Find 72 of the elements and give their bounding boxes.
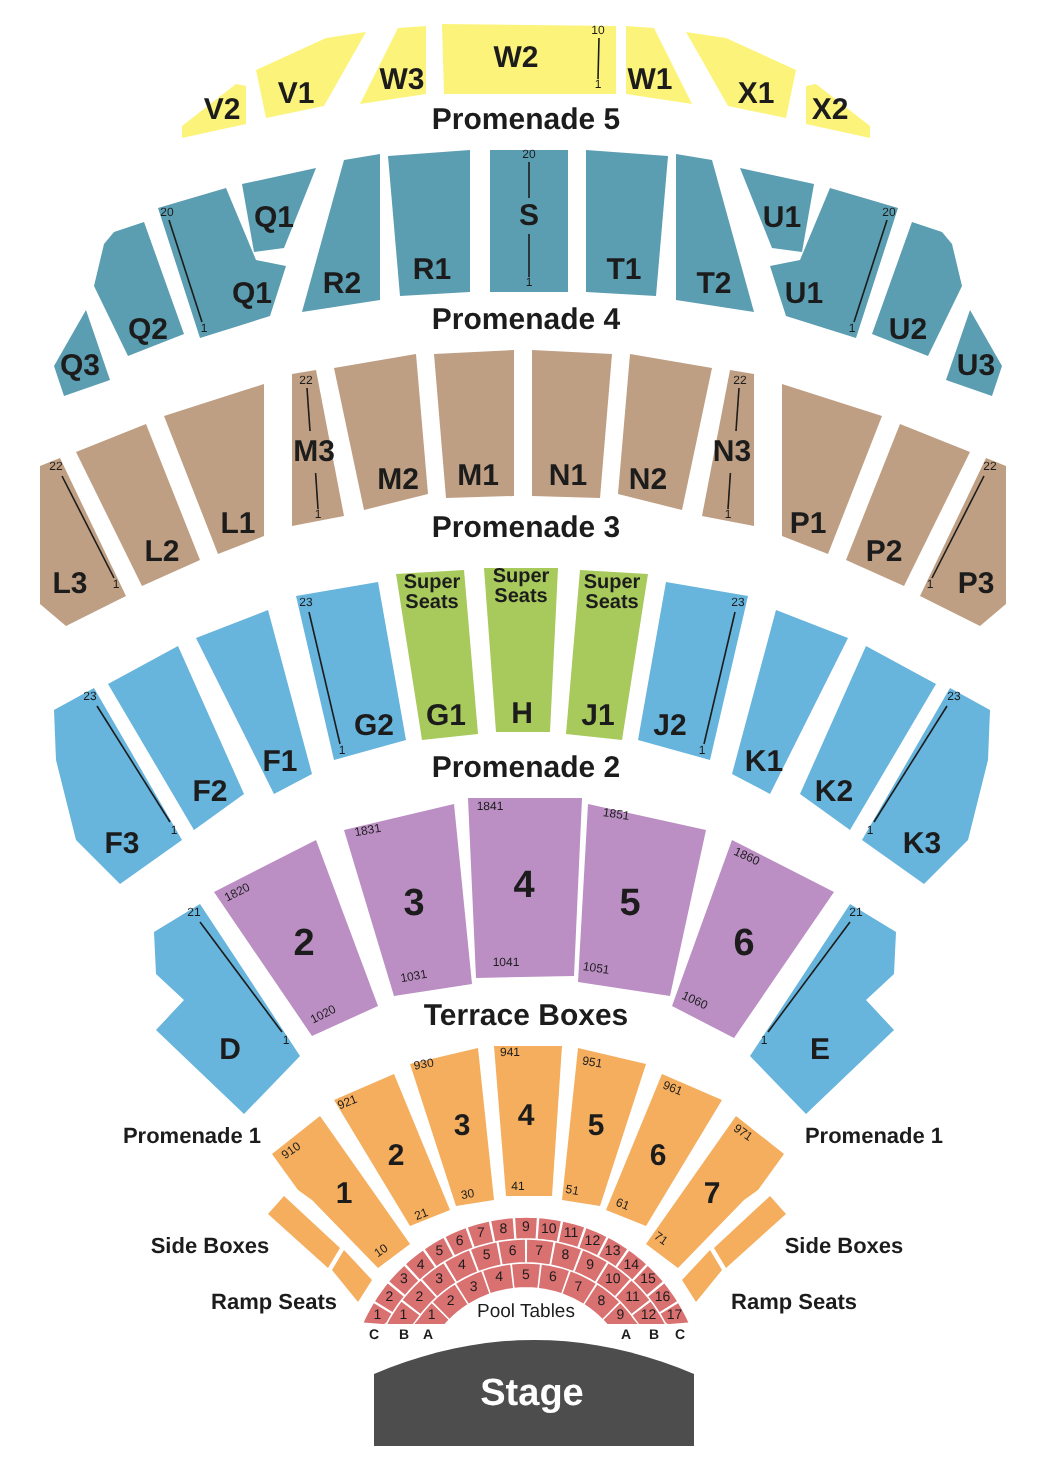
section-label: 1 xyxy=(335,1179,353,1209)
section-label: F3 xyxy=(104,829,140,859)
section-label: F1 xyxy=(262,747,298,777)
section-label: P2 xyxy=(865,537,903,567)
section-label: K2 xyxy=(814,777,854,807)
area-label: Promenade 1 xyxy=(804,1127,944,1149)
section-label: 3 xyxy=(453,1111,471,1141)
section-label: T2 xyxy=(696,269,732,299)
section-label: D xyxy=(219,1035,241,1065)
area-label: Side Boxes xyxy=(150,1237,270,1259)
seat-type-label: Super Seats xyxy=(401,574,463,614)
section-label: P1 xyxy=(789,509,827,539)
section-label: R2 xyxy=(322,269,362,299)
section-label: N1 xyxy=(548,461,588,491)
section-label: 6 xyxy=(649,1141,667,1171)
section-label: Q3 xyxy=(60,351,100,381)
section-label: U1 xyxy=(762,203,802,233)
section-label: Q1 xyxy=(232,279,272,309)
area-label: Side Boxes xyxy=(784,1237,904,1259)
section-label: Q2 xyxy=(128,315,168,345)
area-label: Ramp Seats xyxy=(211,1293,337,1315)
section-label: 2 xyxy=(387,1141,405,1171)
section-label: M2 xyxy=(377,465,419,495)
area-label: Promenade 2 xyxy=(431,753,621,783)
section-label: X1 xyxy=(737,79,775,109)
area-label: Pool Tables xyxy=(477,1302,575,1322)
section-label: U1 xyxy=(784,279,824,309)
section-label: U2 xyxy=(888,315,928,345)
section-label: V2 xyxy=(203,95,241,125)
section-label: 7 xyxy=(703,1179,721,1209)
section-label: 5 xyxy=(619,885,641,923)
section-label: E xyxy=(810,1035,830,1065)
section-label: P3 xyxy=(957,569,995,599)
section-label: W3 xyxy=(379,65,425,95)
section-label: W2 xyxy=(493,43,539,73)
seat-type-label: Super Seats xyxy=(581,574,643,614)
section-label: 5 xyxy=(587,1111,605,1141)
section-label: W1 xyxy=(627,65,673,95)
section-label: K3 xyxy=(902,829,942,859)
section-label: H xyxy=(511,699,533,729)
section-label: U3 xyxy=(956,351,996,381)
section-label: N2 xyxy=(628,465,668,495)
section-label: 6 xyxy=(733,925,755,963)
section-label: X2 xyxy=(811,95,849,125)
section-label: F2 xyxy=(192,777,228,807)
section-label: M1 xyxy=(457,461,499,491)
section-label: R1 xyxy=(412,255,452,285)
section-label: 3 xyxy=(403,885,425,923)
stage-label: Stage xyxy=(480,1375,584,1413)
section-label: S xyxy=(519,201,539,231)
area-label: Promenade 3 xyxy=(431,513,621,543)
section-label: J2 xyxy=(653,711,687,741)
section-label: G1 xyxy=(426,701,466,731)
area-label: Ramp Seats xyxy=(731,1293,857,1315)
area-label: Promenade 1 xyxy=(122,1127,262,1149)
section-label: V1 xyxy=(277,79,315,109)
section-label: G2 xyxy=(354,711,394,741)
section-label: L1 xyxy=(220,509,256,539)
section-label: J1 xyxy=(581,701,615,731)
section-label: N3 xyxy=(712,437,752,467)
section-label: 2 xyxy=(293,925,315,963)
section-label: K1 xyxy=(744,747,784,777)
section-label: 4 xyxy=(517,1101,535,1131)
area-label: Promenade 4 xyxy=(431,305,621,335)
area-label: Terrace Boxes xyxy=(423,1001,629,1031)
section-label: 4 xyxy=(513,867,535,905)
section-label: T1 xyxy=(606,255,642,285)
section-label: L3 xyxy=(52,569,88,599)
section-label: L2 xyxy=(144,537,180,567)
section-label: Q1 xyxy=(254,203,294,233)
area-label: Promenade 5 xyxy=(431,105,621,135)
seat-type-label: Super Seats xyxy=(490,568,552,608)
